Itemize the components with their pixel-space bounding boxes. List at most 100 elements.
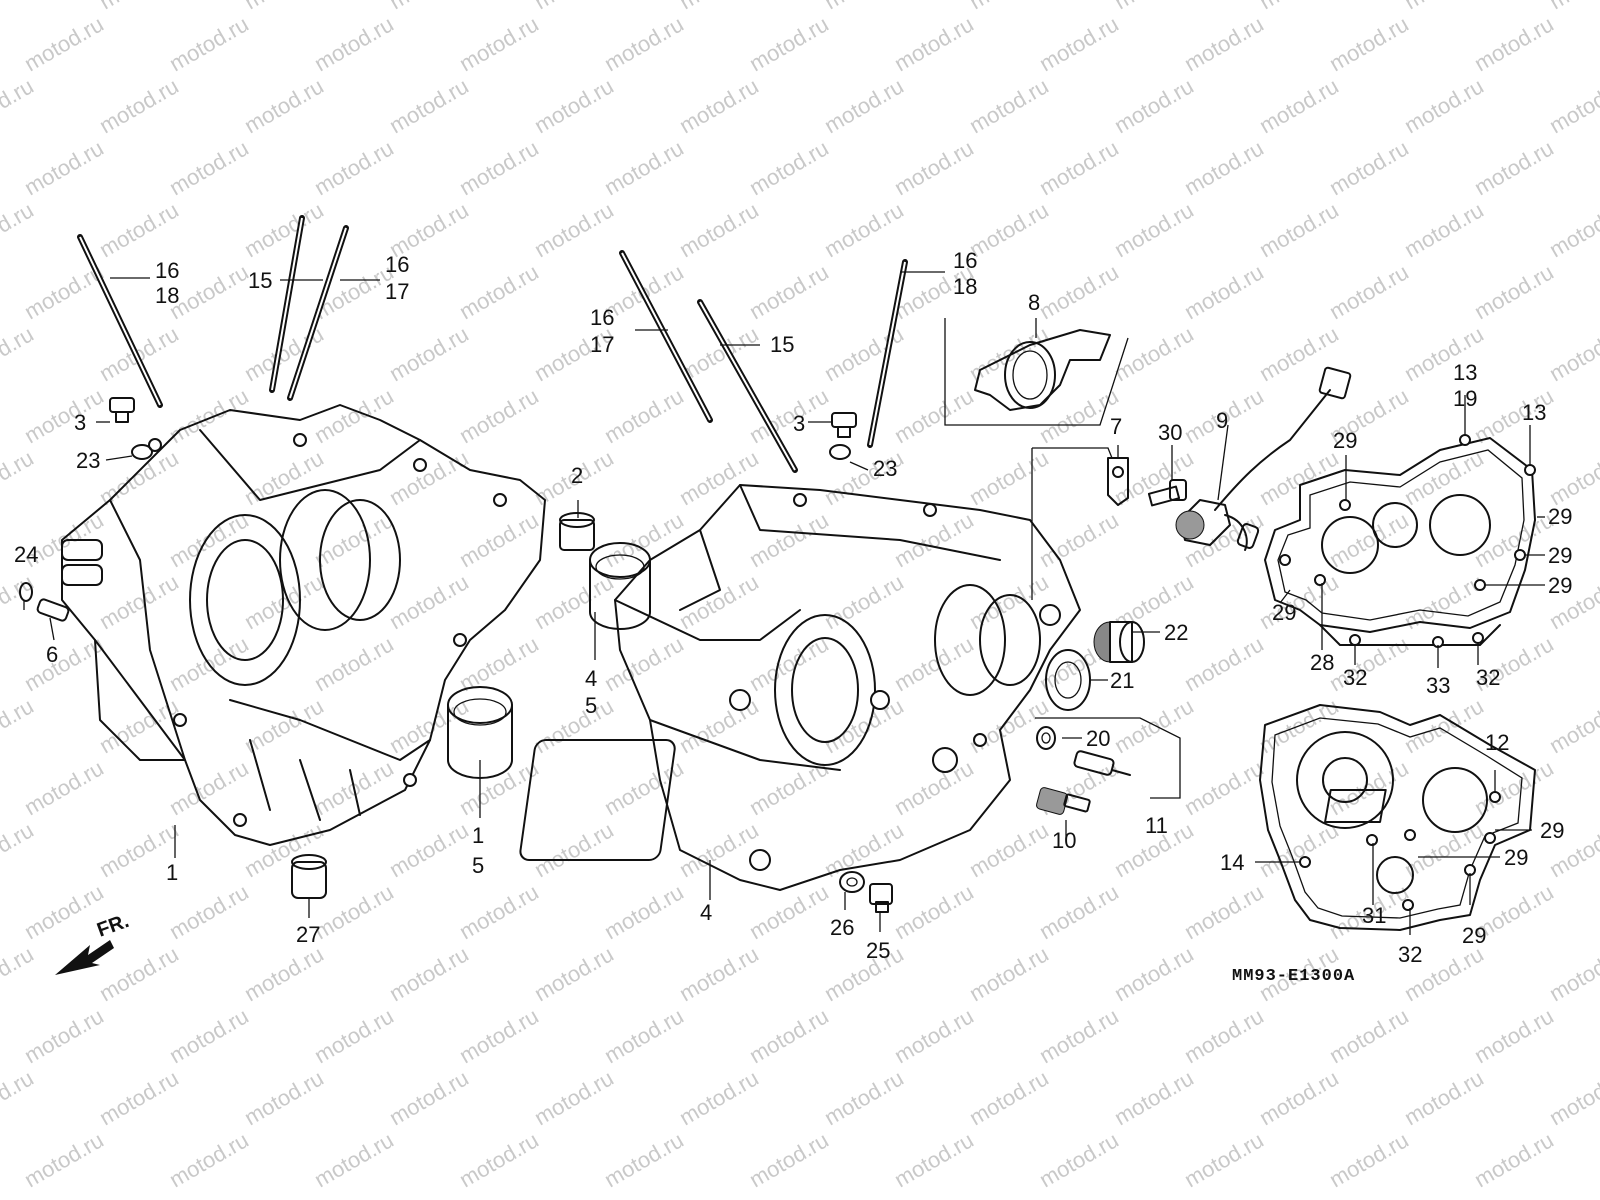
watermark-text: motod.ru	[455, 1003, 543, 1068]
watermark-text: motod.ru	[165, 1127, 253, 1192]
stud-bolt-right-b	[697, 299, 798, 473]
callout-16: 16	[953, 248, 977, 273]
stud-bolt-right-c	[867, 259, 908, 448]
callout-23: 23	[873, 456, 897, 481]
watermark-text: motod.ru	[240, 817, 328, 882]
bearing-22	[1093, 621, 1145, 663]
watermark-text: motod.ru	[1325, 135, 1413, 200]
watermark-text: motod.ru	[0, 445, 38, 510]
watermark-text: motod.ru	[530, 197, 618, 262]
watermark-text: motod.ru	[745, 135, 833, 200]
watermark-text: motod.ru	[1255, 0, 1343, 14]
watermark-text: motod.ru	[820, 1065, 908, 1130]
leader-lines	[23, 271, 1545, 935]
watermark-text: motod.ru	[310, 1127, 398, 1192]
gasket-upper	[1264, 434, 1536, 648]
callout-27: 27	[296, 922, 320, 947]
right-crankcase-half	[519, 484, 1081, 891]
callout-9: 9	[1216, 408, 1228, 433]
callout-29: 29	[1548, 543, 1572, 568]
callout-10: 10	[1052, 828, 1076, 853]
watermark-text: motod.ru	[600, 1127, 688, 1192]
sensor-9	[1175, 366, 1352, 551]
watermark-text: motod.ru	[1035, 1003, 1123, 1068]
watermark-text: motod.ru	[1400, 1065, 1488, 1130]
stud-bolt-right-a	[619, 250, 713, 423]
watermark-text: motod.ru	[1180, 259, 1268, 324]
watermark-text: motod.ru	[890, 383, 978, 448]
watermark-text: motod.ru	[1545, 197, 1600, 262]
watermark-text: motod.ru	[675, 941, 763, 1006]
watermark-text: motod.ru	[965, 693, 1053, 758]
callout-6: 6	[46, 642, 58, 667]
watermark-text: motod.ru	[240, 1065, 328, 1130]
watermark-text: motod.ru	[165, 11, 253, 76]
callout-17: 17	[385, 279, 409, 304]
dowel-2	[559, 512, 595, 551]
watermark-text: motod.ru	[1325, 11, 1413, 76]
watermark-text: motod.ru	[310, 1003, 398, 1068]
switch-10	[1036, 787, 1091, 815]
watermark-text: motod.ru	[1110, 0, 1198, 14]
watermark-text: motod.ru	[455, 383, 543, 448]
watermark-text: motod.ru	[1545, 73, 1600, 138]
watermark-text: motod.ru	[1255, 569, 1343, 634]
watermark-text: motod.ru	[1255, 73, 1343, 138]
watermark-text: motod.ru	[820, 197, 908, 262]
callout-1: 1	[166, 860, 178, 885]
watermark-text: motod.ru	[965, 445, 1053, 510]
watermark-text: motod.ru	[530, 569, 618, 634]
diagram-code: MM93-E1300A	[1232, 967, 1355, 986]
callout-29: 29	[1333, 428, 1357, 453]
watermark-text: motod.ru	[385, 445, 473, 510]
callout-13: 13	[1453, 360, 1477, 385]
watermark-text: motod.ru	[1545, 321, 1600, 386]
callout-31: 31	[1362, 903, 1386, 928]
watermark-text: motod.ru	[890, 135, 978, 200]
callout-28: 28	[1310, 650, 1334, 675]
watermark-text: motod.ru	[1400, 73, 1488, 138]
callout-29: 29	[1504, 845, 1528, 870]
watermark-text: motod.ru	[1180, 135, 1268, 200]
watermark-text: motod.ru	[530, 941, 618, 1006]
callout-15: 15	[248, 268, 272, 293]
watermark-text: motod.ru	[820, 569, 908, 634]
watermark-text: motod.ru	[95, 0, 183, 14]
watermark-text: motod.ru	[0, 941, 38, 1006]
watermark-text: motod.ru	[20, 383, 108, 448]
watermark-text: motod.ru	[95, 569, 183, 634]
callout-29: 29	[1540, 818, 1564, 843]
watermark-text: motod.ru	[530, 73, 618, 138]
watermark-text: motod.ru	[600, 135, 688, 200]
watermark-text: motod.ru	[385, 941, 473, 1006]
watermark-text: motod.ru	[385, 817, 473, 882]
callout-29: 29	[1272, 600, 1296, 625]
watermark-text: motod.ru	[1035, 879, 1123, 944]
watermark-text: motod.ru	[745, 879, 833, 944]
watermark-text: motod.ru	[745, 1003, 833, 1068]
watermark-text: motod.ru	[1180, 631, 1268, 696]
watermark-text: motod.ru	[1470, 11, 1558, 76]
watermark-text: motod.ru	[1035, 1127, 1123, 1192]
bolt-30	[1147, 479, 1187, 507]
watermark-text: motod.ru	[310, 11, 398, 76]
watermark-text: motod.ru	[310, 631, 398, 696]
watermark-text: motod.ru	[1110, 197, 1198, 262]
watermark-text: motod.ru	[0, 569, 38, 634]
watermark-text: motod.ru	[890, 11, 978, 76]
callout-5: 5	[472, 853, 484, 878]
callout-5: 5	[585, 693, 597, 718]
drain-bolt-3-left	[109, 397, 135, 423]
watermark-text: motod.ru	[1470, 259, 1558, 324]
callout-30: 30	[1158, 420, 1182, 445]
callout-14: 14	[1220, 850, 1244, 875]
callout-24: 24	[14, 542, 38, 567]
callout-4: 4	[585, 666, 597, 691]
callout-3: 3	[74, 410, 86, 435]
watermark-text: motod.ru	[385, 321, 473, 386]
watermark-text: motod.ru	[820, 0, 908, 14]
callout-8: 8	[1028, 290, 1040, 315]
watermark-text: motod.ru	[600, 1003, 688, 1068]
callout-33: 33	[1426, 673, 1450, 698]
watermark-text: motod.ru	[1545, 693, 1600, 758]
